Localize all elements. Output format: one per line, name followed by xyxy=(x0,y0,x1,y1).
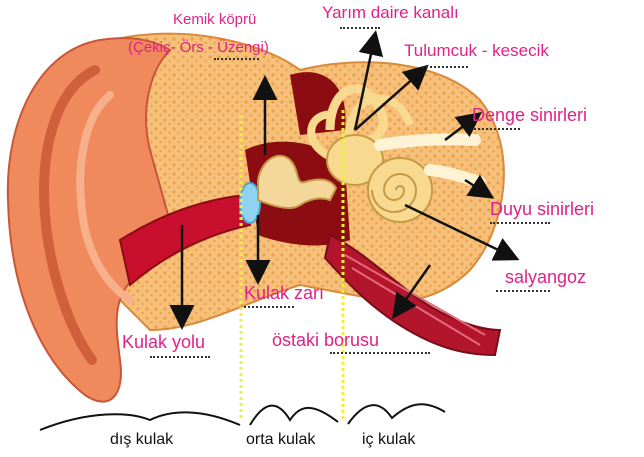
label-balance-nerves: Denge sinirleri xyxy=(472,106,587,124)
underline-semicircular xyxy=(340,27,380,29)
label-ossicles-sub: (Çekiç- Örs - Üzengi) xyxy=(128,40,269,55)
underline-eustachian xyxy=(330,352,430,354)
label-outer-ear: dış kulak xyxy=(110,432,173,448)
underline-utricle xyxy=(422,66,468,68)
underline-balance-nerves xyxy=(474,128,520,130)
label-utricle: Tulumcuk - kesecik xyxy=(404,42,549,59)
underline-hearing-nerves xyxy=(490,222,550,224)
label-semicircular: Yarım daire kanalı xyxy=(322,4,459,21)
underline-ear-canal xyxy=(150,356,210,358)
label-ossicles-title: Kemik köprü xyxy=(173,12,256,27)
label-eardrum: Kulak zarı xyxy=(244,284,324,302)
underline-ossicles xyxy=(214,58,259,60)
label-inner-ear: iç kulak xyxy=(362,432,415,448)
label-cochlea: salyangoz xyxy=(505,268,586,286)
label-ear-canal: Kulak yolu xyxy=(122,333,205,351)
label-middle-ear: orta kulak xyxy=(246,432,315,448)
vestibular-nerve xyxy=(380,139,475,145)
brace-middle xyxy=(250,406,338,425)
label-hearing-nerves: Duyu sinirleri xyxy=(490,200,594,218)
brace-outer xyxy=(40,412,240,430)
underline-cochlea xyxy=(496,290,550,292)
underline-eardrum xyxy=(244,306,294,308)
label-eustachian: östaki borusu xyxy=(272,331,379,349)
brace-inner xyxy=(348,404,445,424)
